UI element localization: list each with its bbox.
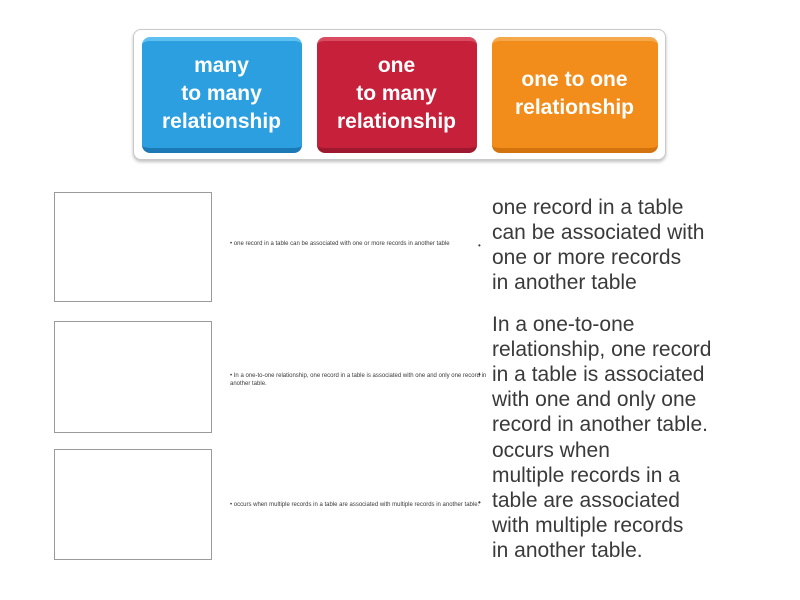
definition-text-1: one record in a table can be associated …: [492, 196, 705, 294]
keyword-card-label: one to many relationship: [336, 54, 457, 133]
keyword-card-one-to-one[interactable]: one to one relationship: [491, 36, 658, 153]
keyword-card-one-to-many[interactable]: one to many relationship: [316, 36, 477, 153]
drop-slot-3[interactable]: [54, 449, 212, 560]
drop-slot-2[interactable]: [54, 321, 212, 433]
definition-mini-text-2: • In a one-to-one relationship, one reco…: [230, 373, 487, 387]
drop-slot-1[interactable]: [54, 192, 212, 302]
definition-mini-text-3: • occurs when multiple records in a tabl…: [230, 502, 480, 508]
keyword-card-label: one to one relationship: [514, 68, 635, 119]
definition-text-3: occurs when multiple records in a table …: [492, 439, 684, 562]
keyword-card-many-to-many[interactable]: many to many relationship: [141, 36, 302, 153]
keyword-card-label: many to many relationship: [161, 54, 282, 133]
list-bullet: •: [478, 370, 481, 379]
list-bullet: •: [478, 498, 481, 507]
keyword-tray: many to many relationship one to many re…: [133, 29, 666, 160]
list-bullet: •: [478, 241, 481, 250]
definition-mini-text-1: • one record in a table can be associate…: [230, 241, 450, 247]
definition-text-2: In a one-to-one relationship, one record…: [492, 313, 712, 436]
